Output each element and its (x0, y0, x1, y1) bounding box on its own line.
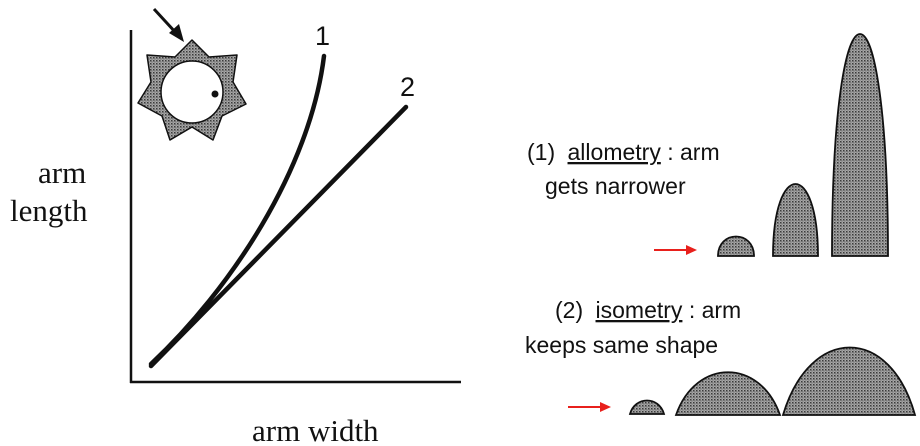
allometry-arm-small (717, 235, 755, 257)
curve-2-isometry (148, 104, 409, 369)
allometry-after-term: : arm (667, 139, 719, 165)
isometry-arm-small (628, 399, 666, 415)
madreporite-dot (211, 90, 219, 98)
allometry-panel: (1) allometry : arm gets narrower (527, 33, 889, 257)
curve-2-label: 2 (400, 72, 415, 102)
isometry-arm-medium (674, 371, 782, 416)
allometry-caption-line1: (1) allometry : arm (527, 139, 720, 165)
isometry-caption-line2: keeps same shape (525, 332, 718, 358)
allometry-caption-line2: gets narrower (545, 173, 686, 199)
starfish-icon (137, 39, 247, 141)
allometry-term: allometry (568, 139, 662, 165)
isometry-number: (2) (555, 297, 583, 323)
curve-1-label: 1 (315, 21, 330, 51)
allometry-arm-medium (772, 183, 819, 257)
allometry-pointer-arrow-icon (654, 245, 697, 255)
isometry-arm-large (781, 346, 917, 416)
y-axis-label-line2: length (10, 193, 88, 228)
allometry-number: (1) (527, 139, 555, 165)
isometry-pointer-arrow-icon (568, 402, 611, 412)
arrow-icon (152, 7, 184, 42)
isometry-caption-line1: (2) isometry : arm (555, 297, 741, 323)
isometry-panel: (2) isometry : arm keeps same shape (525, 297, 917, 416)
isometry-term: isometry (596, 297, 683, 323)
growth-graph: 1 2 arm length arm width (10, 7, 461, 446)
x-axis-label: arm width (252, 413, 379, 446)
isometry-after-term: : arm (689, 297, 741, 323)
y-axis-label-line1: arm (38, 155, 86, 190)
allometry-arm-large (831, 33, 889, 257)
